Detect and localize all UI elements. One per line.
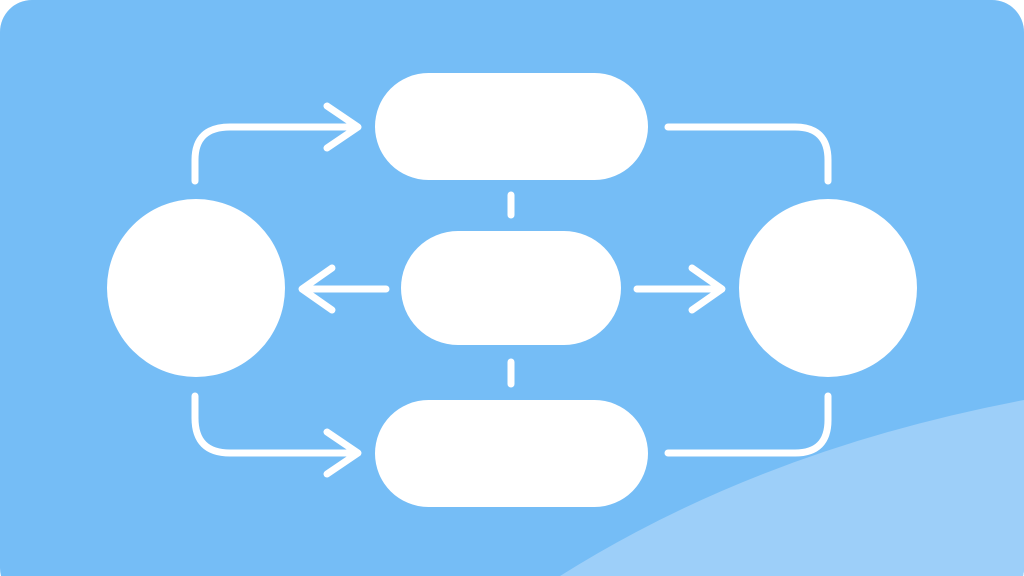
connector-top-to-right: [664, 123, 832, 185]
background-wave: [560, 400, 1024, 576]
right-circle-node: [739, 199, 917, 377]
center-pill-node: [401, 231, 621, 345]
connector-bottom-to-right: [664, 392, 832, 457]
bottom-pill-node: [375, 400, 648, 507]
connector-left-to-top: [191, 123, 359, 185]
arrowhead-right-icon: [688, 264, 726, 314]
arrowhead-right-icon: [323, 102, 362, 152]
top-pill-node: [375, 73, 648, 180]
left-circle-node: [107, 199, 285, 377]
connector-left-to-bottom: [191, 392, 359, 457]
arrowhead-right-icon: [323, 428, 362, 478]
arrowhead-left-icon: [298, 264, 336, 314]
